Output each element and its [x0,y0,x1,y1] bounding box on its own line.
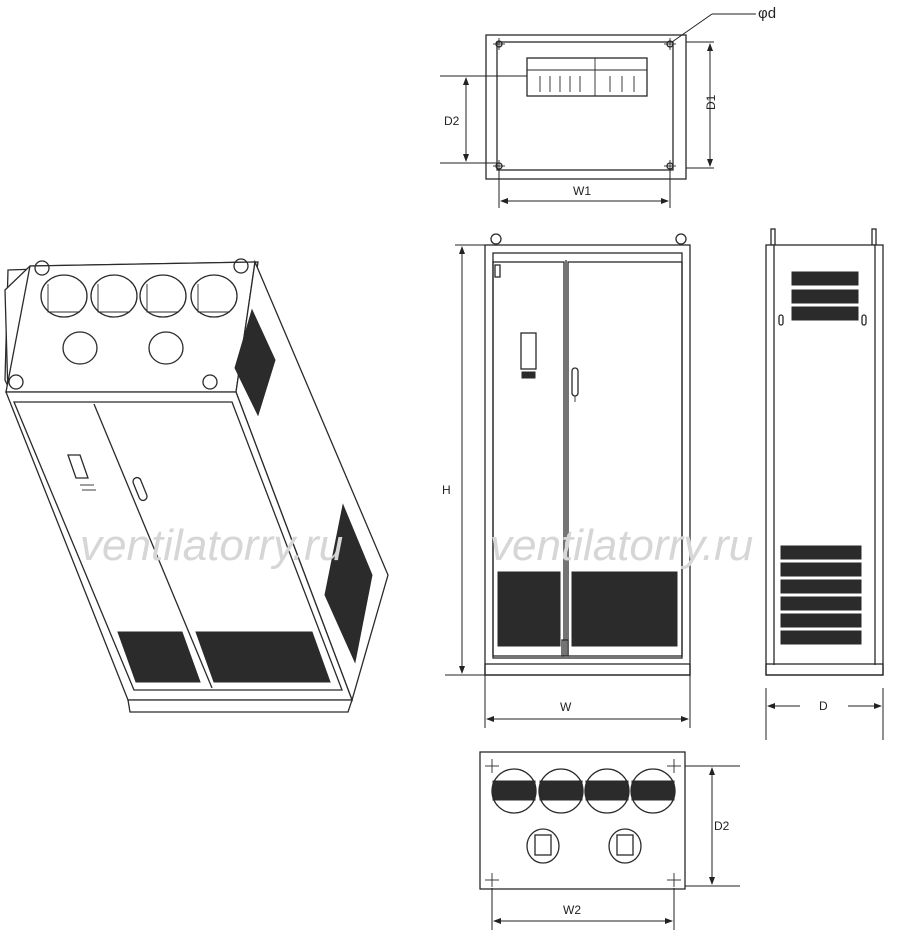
lifting-eye-icon [675,233,687,245]
iso-bolt-icon [8,374,24,390]
bottom-plate [479,751,686,890]
iso-side-vent-top [234,308,276,417]
top-view: φd D1 D2 W1 [440,5,776,208]
iso-front-vent-right [195,631,331,683]
front-vent-right [571,571,678,647]
bottom-cable-holes [491,768,676,864]
front-vent-left [497,571,561,647]
top-view-plate [485,34,687,180]
side-vent-top [791,271,859,321]
iso-cable-holes [40,274,238,365]
h-label: H [442,483,451,497]
side-view: D [765,228,884,740]
w1-label: W1 [573,184,591,198]
iso-bolt-icon [202,374,218,390]
d-label: D [819,699,828,713]
iso-base [127,699,353,713]
iso-side-vent-bottom [324,503,373,664]
iso-door-split [93,403,213,689]
d2-top-label: D2 [444,114,460,128]
side-vent-bottom [780,545,862,645]
d2-bottom-label: D2 [714,819,730,833]
watermark-left: ventilatorry.ru [80,521,343,570]
lifting-eye-icon [490,233,502,245]
iso-bolt-icon [34,260,50,276]
front-keypad-icon [520,332,537,370]
watermark-right: ventilatorry.ru [490,521,753,570]
iso-handle-icon [132,476,148,502]
front-view: H W [442,233,691,728]
w-label: W [560,700,572,714]
d1-label: D1 [704,94,718,110]
iso-bolt-icon [233,258,249,274]
phi-d-label: φd [758,5,776,22]
isometric-view [4,258,389,713]
phi-d-leader [671,13,713,43]
iso-front-vent-left [117,631,201,683]
iso-keypad-icon [67,454,89,479]
bottom-view: D2 W2 [479,751,740,930]
terminal-block [526,57,648,97]
w2-label: W2 [563,903,581,917]
